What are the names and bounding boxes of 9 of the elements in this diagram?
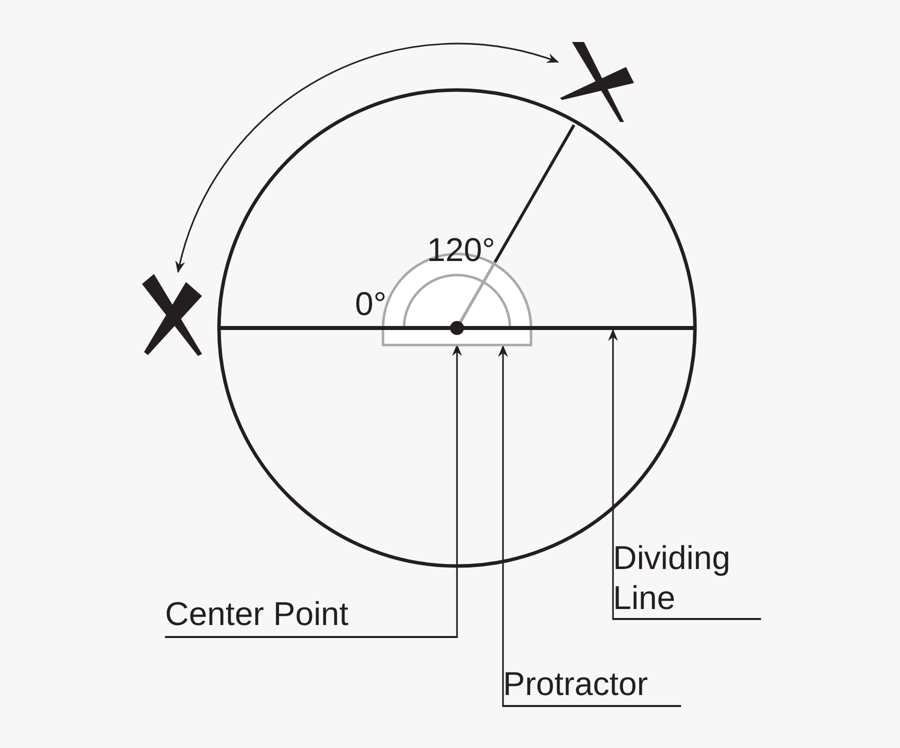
leader-line [498,345,508,707]
leader-line [452,344,462,638]
callout-label: Protractor [503,664,681,707]
callout-label: Dividing Line [613,538,761,620]
angle-label: 0° [355,286,387,322]
rotation-arrow [176,42,559,273]
callout-label: Center Point [165,594,457,638]
angle-label: 120° [427,232,496,268]
leader-line [608,329,618,620]
